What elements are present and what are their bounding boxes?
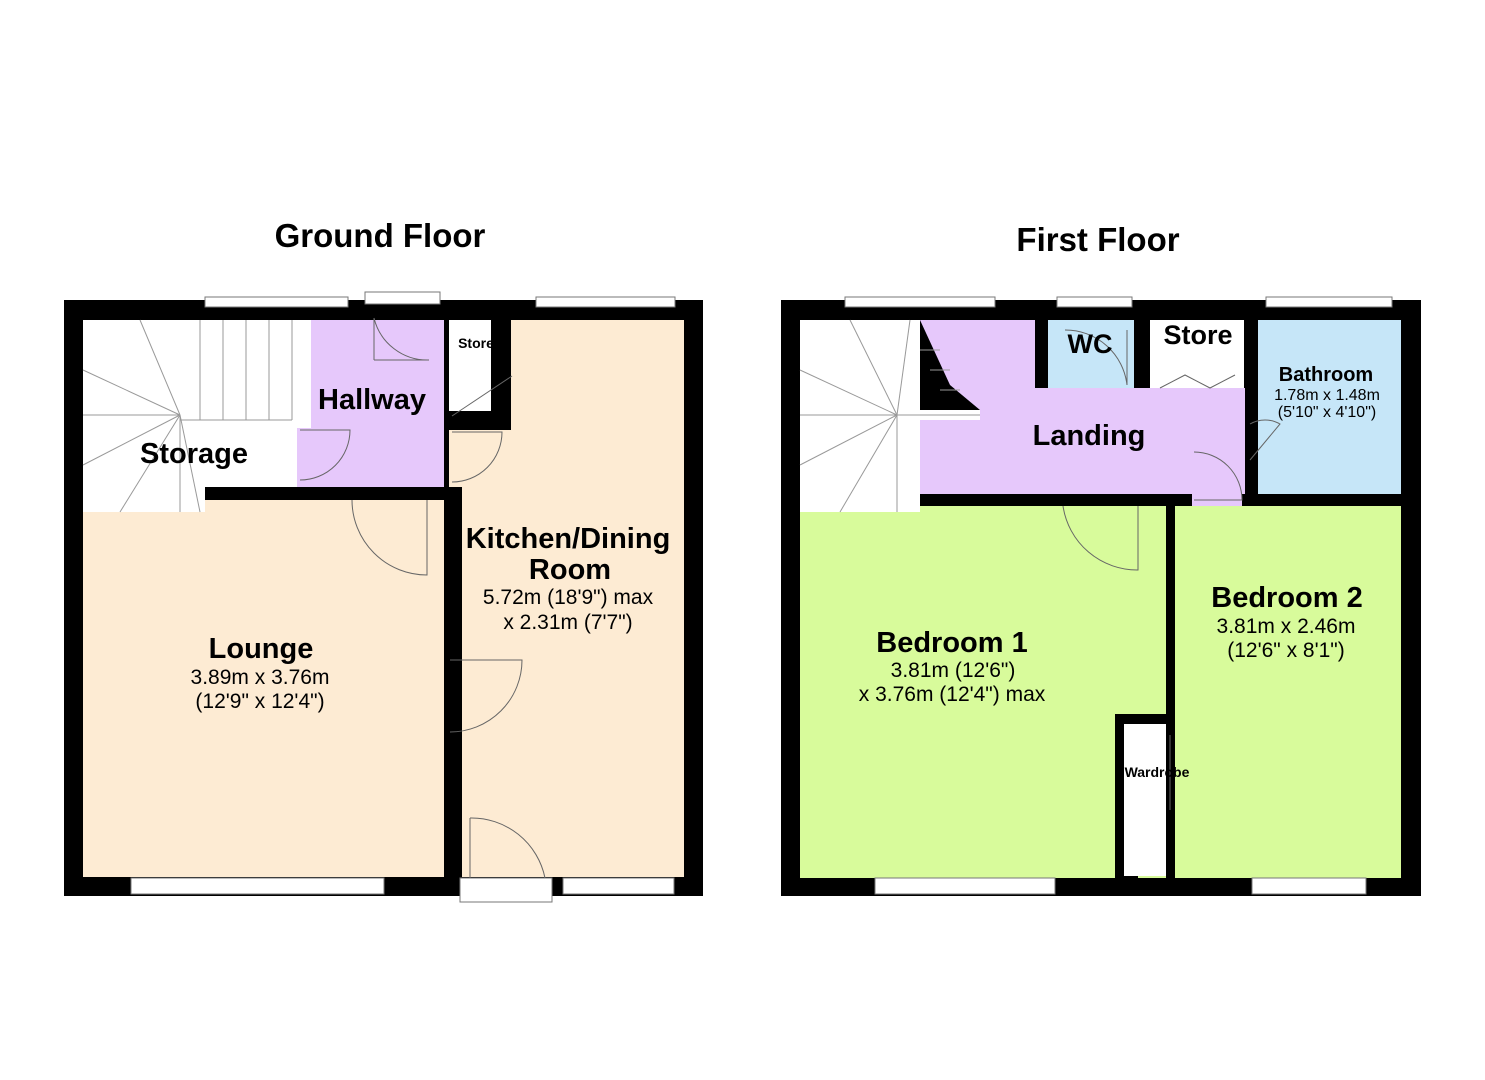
first-landing-label: Landing <box>1033 420 1146 452</box>
ground-door-swings <box>299 317 546 879</box>
first-stair-treads <box>799 319 980 513</box>
ground-door-front <box>364 291 441 305</box>
first-window-bed1 <box>874 877 1056 895</box>
ground-wall-lounge-top <box>205 487 450 500</box>
ground-wall-store-bottom <box>449 411 511 430</box>
ground-lounge-dim-imperial: (12'9" x 12'4") <box>195 690 324 713</box>
ground-kitchen-dim-1: 5.72m (18'9") max <box>483 586 654 609</box>
first-floor-title: First Floor <box>1016 221 1179 258</box>
first-wardrobe-room <box>1124 724 1166 876</box>
first-floor: First Floor WC Store Bathroom 1.78m x 1.… <box>781 221 1421 896</box>
first-window-wc <box>1056 296 1133 308</box>
first-bathroom-dim-metric: 1.78m x 1.48m <box>1274 387 1380 404</box>
ground-floor: Ground Floor Hallway Storage Store Loung… <box>64 217 703 903</box>
ground-storage-label: Storage <box>140 438 248 470</box>
first-store-room <box>1150 320 1244 388</box>
ground-window-top-right <box>535 296 676 308</box>
ground-floor-title: Ground Floor <box>275 217 486 254</box>
ground-window-bottom-right <box>562 877 675 895</box>
first-bathroom-label: Bathroom <box>1279 364 1373 386</box>
first-wall-wc-store <box>1134 320 1150 388</box>
ground-kitchen-label-1: Kitchen/Dining <box>466 523 671 555</box>
first-bedroom1-label: Bedroom 1 <box>876 627 1027 659</box>
ground-wall-store-right <box>491 320 511 430</box>
ground-kitchen-label-2: Room <box>529 554 611 586</box>
ground-patio-door <box>130 877 385 895</box>
first-wardrobe-label: Wardrobe <box>1125 764 1190 780</box>
first-wall-wardrobe-top <box>1115 714 1166 724</box>
first-landing-room <box>920 320 1245 494</box>
first-wc-room <box>1048 320 1134 388</box>
first-wall-store-bath <box>1244 320 1258 388</box>
first-wall-landing-wc <box>1035 320 1048 388</box>
first-wall-bedrooms <box>1166 506 1175 878</box>
ground-hallway-room <box>297 320 444 487</box>
ground-kitchen-dim-2: x 2.31m (7'7") <box>503 611 632 634</box>
first-bedroom2-dim-imperial: (12'6" x 8'1") <box>1227 639 1344 662</box>
ground-lounge-dim-metric: 3.89m x 3.76m <box>191 666 330 689</box>
first-door-swings <box>1062 329 1281 810</box>
ground-kitchen-room <box>462 320 684 877</box>
first-store-label: Store <box>1163 320 1232 350</box>
ground-lounge-room <box>83 500 444 877</box>
first-wall-wardrobe-left <box>1115 714 1124 878</box>
ground-wall-lounge-kitchen <box>448 500 462 655</box>
first-bedroom2-label: Bedroom 2 <box>1211 582 1362 614</box>
ground-lounge-label: Lounge <box>209 633 314 665</box>
ground-window-top-left <box>204 296 349 308</box>
ground-stair-treads <box>82 319 293 513</box>
ground-storage-room <box>200 428 308 486</box>
first-wall-bath-bottom <box>1245 494 1401 506</box>
first-window-bed2 <box>1251 877 1367 895</box>
ground-back-door <box>459 877 553 903</box>
first-stairs <box>800 320 980 512</box>
first-bedroom1-room <box>800 506 1166 878</box>
ground-store-label: Store <box>458 335 494 351</box>
first-bedroom1-dim-2: x 3.76m (12'4") max <box>859 683 1046 706</box>
first-wall-landing-bottom <box>920 494 1192 506</box>
first-window-top-left <box>844 296 996 308</box>
first-bathroom-room <box>1258 320 1401 494</box>
first-bedroom2-dim-metric: 3.81m x 2.46m <box>1217 615 1356 638</box>
first-bedroom2-room <box>1175 506 1401 878</box>
ground-wall-hall-store <box>444 320 449 487</box>
first-bathroom-dim-imperial: (5'10" x 4'10") <box>1278 404 1376 421</box>
ground-kitchen-entry <box>449 430 463 487</box>
ground-hallway-label: Hallway <box>318 384 426 416</box>
ground-wall-lounge-kitchen-2 <box>448 740 462 877</box>
ground-store-room <box>449 320 491 411</box>
first-wall-bath-left <box>1245 388 1258 506</box>
first-window-bath <box>1265 296 1393 308</box>
first-bedroom1-dim-1: 3.81m (12'6") <box>891 659 1016 682</box>
first-wc-label: WC <box>1068 329 1113 359</box>
